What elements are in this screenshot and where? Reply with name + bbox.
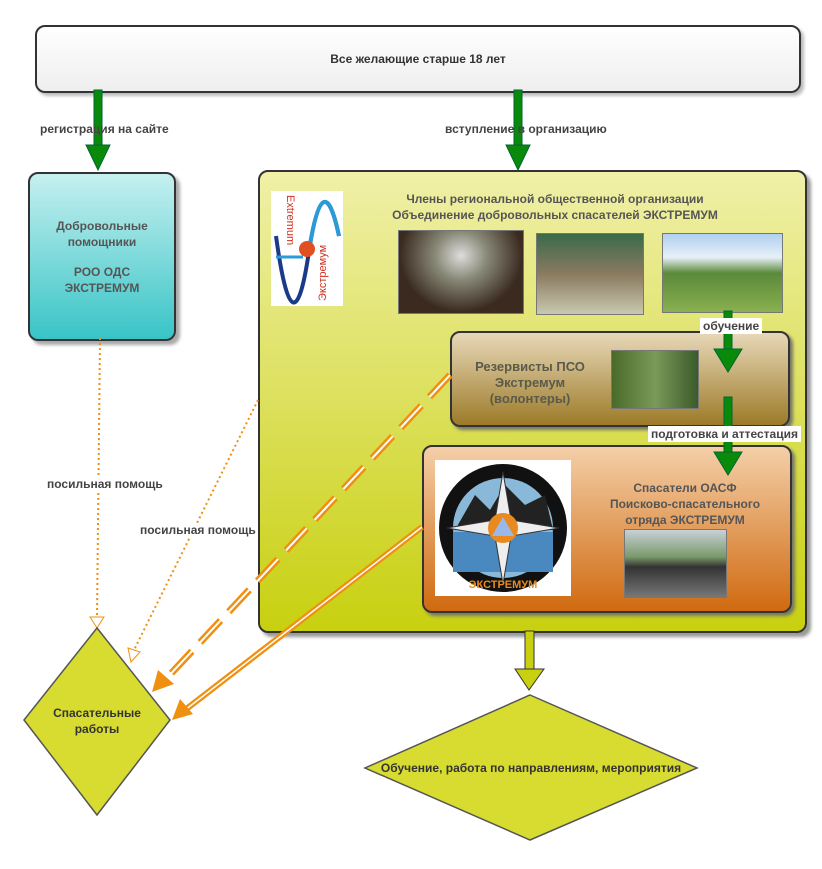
all-over-18-box: Все желающие старше 18 лет (35, 25, 801, 93)
extremum-logo: Extremum Экстремум (271, 191, 343, 306)
label-help-middle: посильная помощь (140, 523, 256, 537)
label-help-left: посильная помощь (47, 477, 163, 491)
training-diamond (363, 694, 699, 841)
rescuers-label: Спасатели ОАСФ Поисково-спасательного от… (609, 481, 761, 527)
dotted-help-left (96, 337, 101, 618)
label-certification: подготовка и аттестация (648, 426, 801, 442)
arrow-joining (505, 89, 531, 172)
rescuers-photo (624, 529, 727, 598)
svg-text:Extremum: Extremum (284, 195, 296, 245)
rescue-diamond (23, 626, 171, 817)
svg-text:Экстремум: Экстремум (317, 245, 329, 301)
arrow-certification (713, 396, 743, 476)
reservists-label: Резервисты ПСО Экстремум (волонтеры) (475, 359, 585, 406)
label-registration: регистрация на сайте (40, 122, 169, 136)
rescue-squad-logo: ЭКСТРЕМУМ (435, 460, 571, 596)
rescue-works-label: Спасательные работы (53, 706, 141, 736)
training-diamond-label: Обучение, работа по направлениям, меропр… (380, 761, 682, 775)
volunteers-box: Добровольные помощники РОО ОДС ЭКСТРЕМУМ (28, 172, 176, 341)
label-joining: вступление в организацию (445, 122, 607, 136)
arrow-to-training (514, 630, 545, 691)
members-photo-field (662, 233, 783, 313)
arrow-registration (85, 89, 111, 172)
reservists-photo (611, 350, 699, 409)
members-title: Члены региональной общественной организа… (392, 192, 718, 222)
dotted-help-middle (133, 399, 259, 651)
members-photo-class (536, 233, 644, 315)
members-photo-hall (398, 230, 524, 314)
label-training: обучение (700, 318, 763, 334)
svg-text:ЭКСТРЕМУМ: ЭКСТРЕМУМ (469, 579, 538, 591)
